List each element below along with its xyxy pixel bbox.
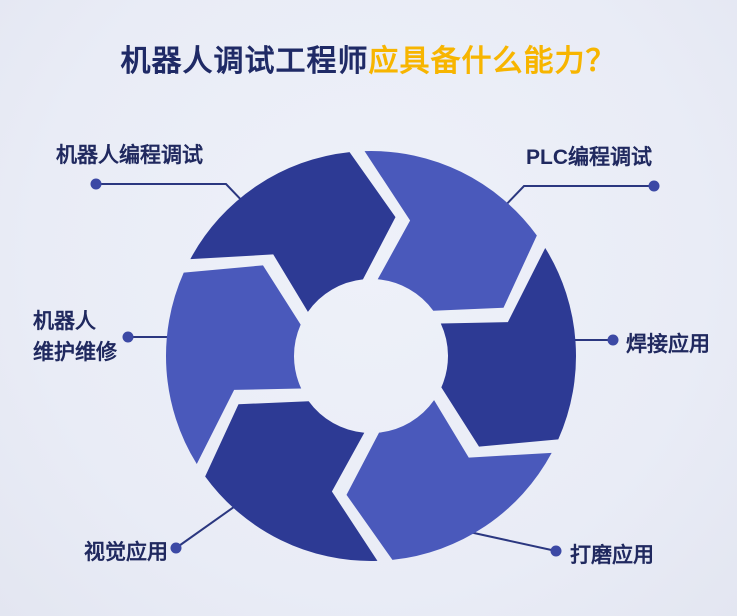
- label-maintenance-line1: 机器人: [33, 310, 96, 333]
- cycle-segment-6: [190, 152, 396, 312]
- cycle-segment-1: [364, 151, 537, 311]
- cycle-segment-5: [166, 265, 302, 465]
- label-robot-programming: 机器人编程调试: [56, 144, 203, 167]
- cycle-segment-2: [440, 247, 576, 447]
- page-title: 机器人调试工程师应具备什么能力？: [0, 36, 737, 80]
- cycle-segments: [166, 151, 576, 561]
- label-grinding: 打磨应用: [570, 544, 654, 567]
- cycle-diagram: [166, 151, 576, 561]
- connector-dot-welding: [607, 334, 619, 346]
- label-maintenance: 机器人 维护维修: [33, 306, 117, 368]
- label-vision: 视觉应用: [84, 541, 168, 564]
- label-welding: 焊接应用: [626, 333, 710, 356]
- title-main: 机器人调试工程师: [120, 45, 369, 78]
- connector-dot-robot-programming: [90, 178, 102, 190]
- connector-dot-maintenance: [122, 331, 134, 343]
- label-maintenance-line2: 维护维修: [33, 341, 117, 364]
- connector-dot-vision: [170, 542, 182, 554]
- connector-dot-plc: [648, 180, 660, 192]
- title-accent: 应具备什么能力？: [368, 45, 617, 78]
- cycle-segment-3: [346, 400, 552, 560]
- label-plc: PLC编程调试: [526, 146, 652, 169]
- connector-dot-grinding: [550, 545, 562, 557]
- cycle-segment-4: [205, 401, 378, 561]
